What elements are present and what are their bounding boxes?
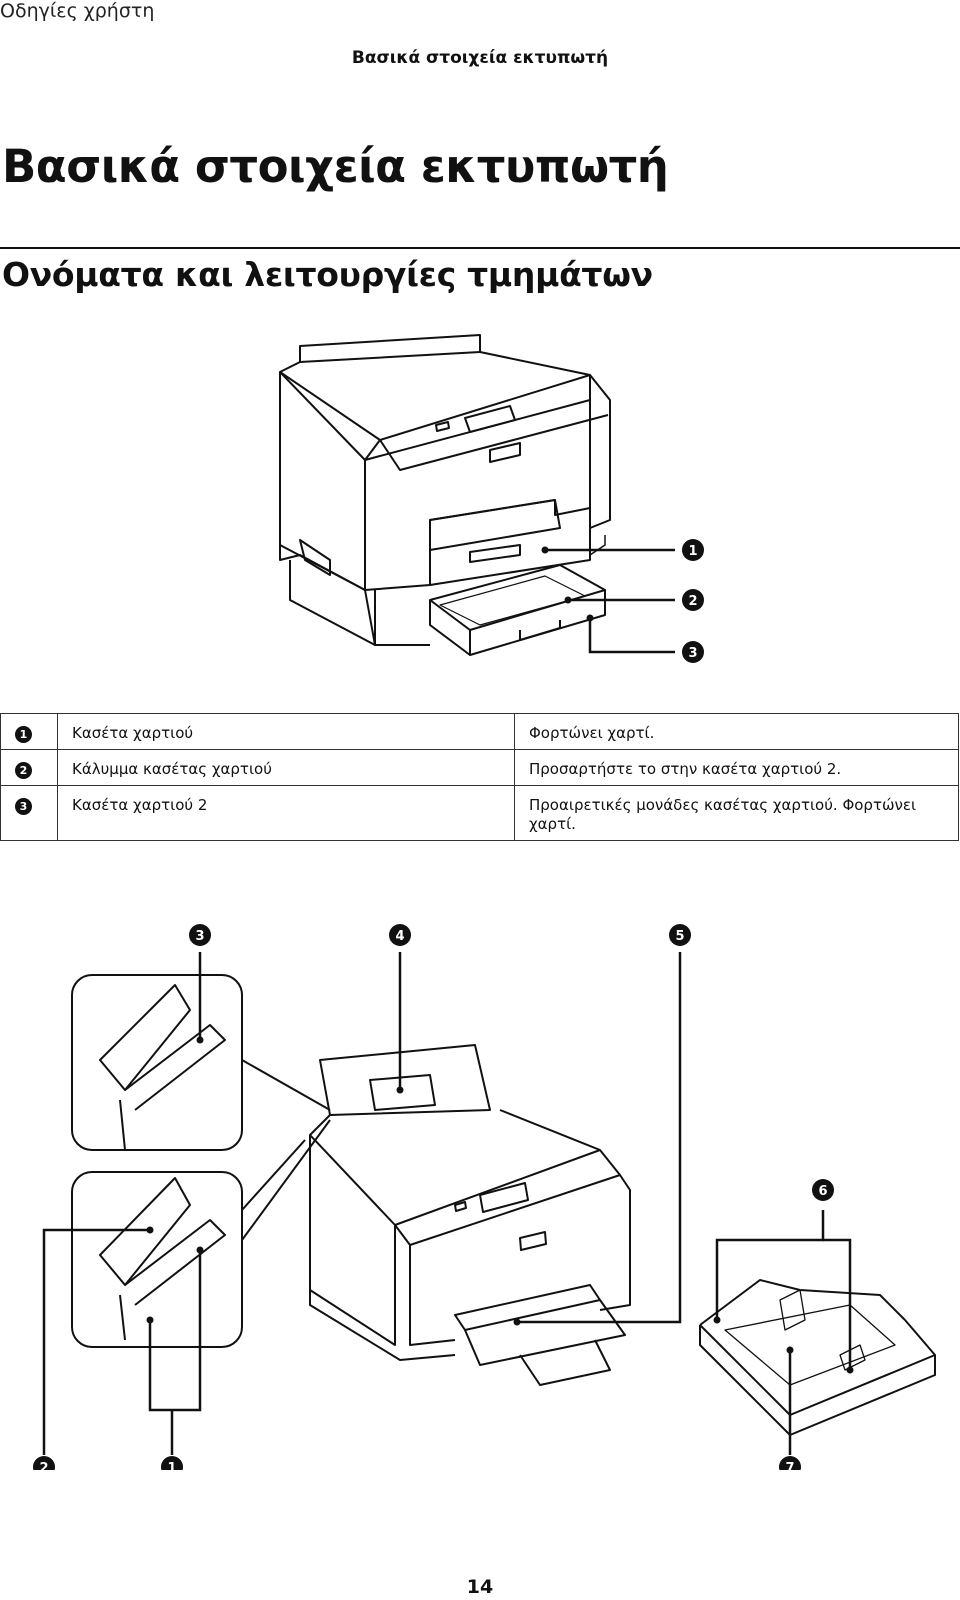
- callout-1-label: 1: [167, 1461, 176, 1470]
- part-name: Κασέτα χαρτιού: [57, 713, 515, 750]
- callout-3-badge: [682, 641, 704, 663]
- row-number-badge: 1: [15, 726, 32, 743]
- callout-6-label: 6: [818, 1184, 827, 1199]
- callout-5-label: 5: [675, 929, 684, 944]
- part-name: Κάλυμμα κασέτας χαρτιού: [57, 749, 515, 786]
- part-function: Προσαρτήστε το στην κασέτα χαρτιού 2.: [514, 749, 959, 786]
- title-rule: [0, 247, 960, 249]
- table-row: 3 Κασέτα χαρτιού 2 Προαιρετικές μονάδες …: [0, 785, 959, 841]
- callout-4-badge: [389, 924, 411, 946]
- printer-figure-1: 1 2 3: [279, 334, 704, 663]
- section-heading: Ονόματα και λειτουργίες τμημάτων: [2, 255, 653, 294]
- callout-7-label: 7: [785, 1461, 794, 1470]
- part-function: Προαιρετικές μονάδες κασέτας χαρτιού. Φο…: [514, 785, 959, 841]
- callout-3-label: 3: [195, 929, 204, 944]
- callout-4-label: 4: [395, 929, 404, 944]
- callout-2-label: 2: [688, 594, 697, 609]
- callout-3-label: 3: [688, 646, 697, 661]
- row-number-badge: 3: [15, 798, 32, 815]
- callout-1-label: 1: [688, 544, 697, 559]
- callout-2-badge: [682, 589, 704, 611]
- table-row: 1 Κασέτα χαρτιού Φορτώνει χαρτί.: [0, 713, 959, 750]
- section-header: Βασικά στοιχεία εκτυπωτή: [351, 48, 609, 68]
- callout-3-badge: [189, 924, 211, 946]
- page-number: 14: [466, 1576, 494, 1598]
- callout-1-badge: [682, 539, 704, 561]
- running-header: Οδηγίες χρήστη: [0, 0, 155, 22]
- row-number-badge: 2: [15, 762, 32, 779]
- callout-7-badge: [779, 1456, 801, 1470]
- part-name: Κασέτα χαρτιού 2: [57, 785, 515, 841]
- callout-6-badge: [812, 1179, 834, 1201]
- table-row: 2 Κάλυμμα κασέτας χαρτιού Προσαρτήστε το…: [0, 749, 959, 786]
- parts-table: 1 Κασέτα χαρτιού Φορτώνει χαρτί. 2 Κάλυμ…: [0, 713, 959, 841]
- part-function: Φορτώνει χαρτί.: [514, 713, 959, 750]
- printer-figure-2: 3 4 5 6 2 1 7: [33, 924, 936, 1470]
- callout-1-badge: [161, 1456, 183, 1470]
- callout-2-badge: [33, 1456, 55, 1470]
- callout-2-label: 2: [39, 1461, 48, 1470]
- page-title: Βασικά στοιχεία εκτυπωτή: [2, 140, 669, 193]
- callout-5-badge: [669, 924, 691, 946]
